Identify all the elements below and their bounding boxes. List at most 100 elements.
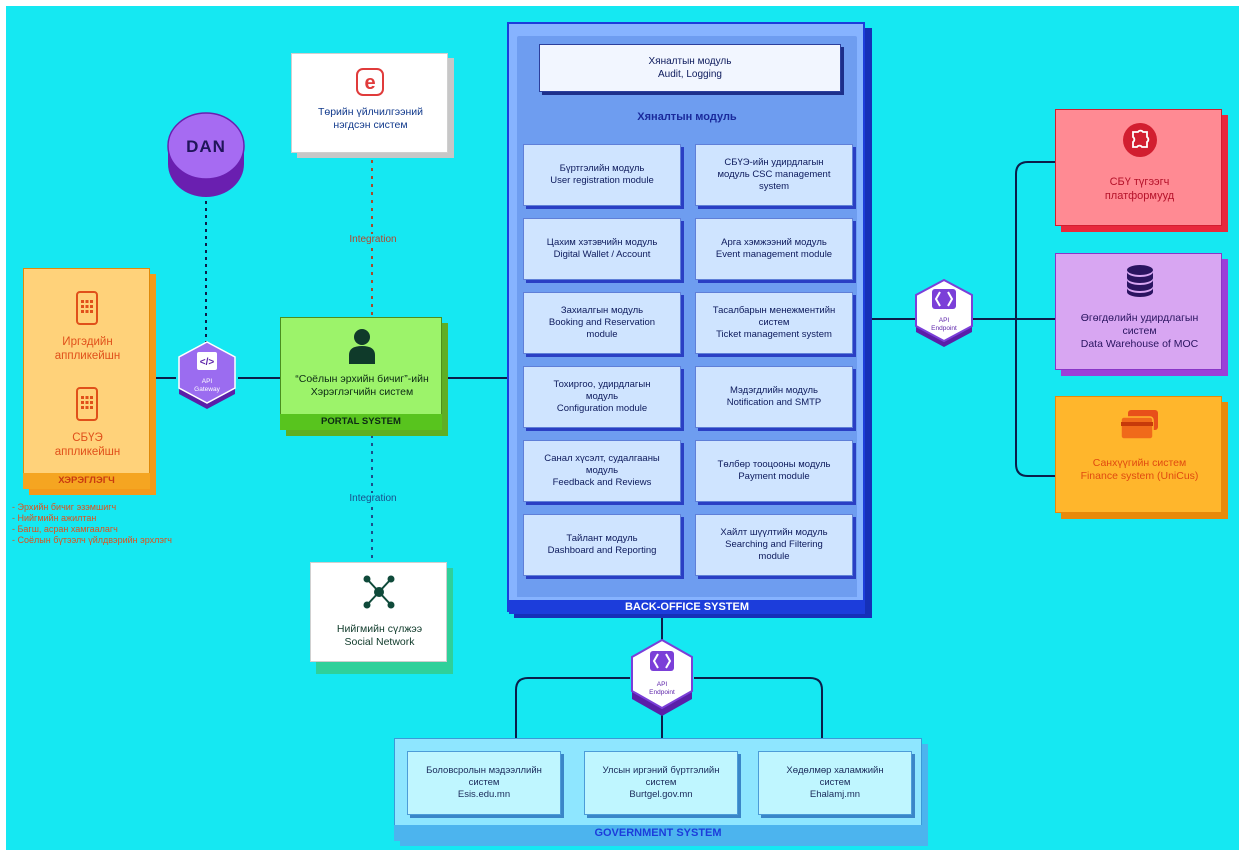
module-text: Configuration module xyxy=(556,402,648,414)
module-text: модуль CSC management xyxy=(717,169,831,181)
integration-label-bottom: Integration xyxy=(328,493,418,506)
government-card-text: Улсын иргэний бүртгэлийн xyxy=(602,765,720,777)
user-role: - Эрхийн бичиг эзэмшигч xyxy=(12,502,117,512)
api-endpoint-bottom-line2: Endpoint xyxy=(649,689,675,696)
government-card-text: Боловсролын мэдээллийн xyxy=(426,765,542,777)
puzzle-icon xyxy=(1123,123,1157,157)
module-text: Digital Wallet / Account xyxy=(553,249,651,260)
svg-text:</>: </> xyxy=(200,357,215,368)
api-endpoint-right-line2: Endpoint xyxy=(931,325,957,332)
user-role: - Нийгмийн ажилтан xyxy=(12,513,97,523)
government-card-text: систем xyxy=(819,777,851,789)
module-text: Мэдэгдлийн модуль xyxy=(730,385,818,397)
government-label: GOVERNMENT SYSTEM xyxy=(394,825,922,841)
portal-system: “Соёлын эрхийн бичиг”-ийн Хэрэглэгчийн с… xyxy=(280,317,442,430)
government-card-text: систем xyxy=(645,777,677,789)
api-endpoint-bottom-label: API Endpoint xyxy=(627,681,697,697)
dw-line2: систем xyxy=(1122,325,1157,338)
module-text: Цахим хэтэвчийн модуль xyxy=(546,237,658,249)
backoffice-label: BACK-OFFICE SYSTEM xyxy=(509,600,865,614)
module-text: Event management module xyxy=(715,249,833,260)
line-endpoint-finance xyxy=(1015,319,1055,477)
egov-line1: Төрийн үйлчилгээний xyxy=(317,106,424,118)
egov-logo: e xyxy=(356,68,384,96)
module-text: Арга хэмжээний модуль xyxy=(721,237,827,249)
api-gateway-line2: Gateway xyxy=(194,386,220,393)
architecture-diagram: Хяналтын модуль Audit, Logging Хяналтын … xyxy=(6,6,1239,850)
database-icon xyxy=(1127,265,1153,297)
dw-line3: Data Warehouse of MOC xyxy=(1080,338,1199,351)
module-text: Тасалбарын менежментийн xyxy=(712,305,836,317)
module-text: Searching and Filtering xyxy=(725,539,823,551)
module-text: Захиалгын модуль xyxy=(560,305,644,317)
backoffice-system: Хяналтын модуль Audit, Logging Хяналтын … xyxy=(507,22,865,614)
module-text: Бүртгэлийн модуль xyxy=(559,163,645,175)
user-label: ХЭРЭГЛЭГЧ xyxy=(23,473,150,489)
line-endpoint-gov-left xyxy=(515,677,630,738)
module-text: Тохиргоо, удирдлагын xyxy=(553,379,651,391)
user-roles-list: - Эрхийн бичиг эзэмшигч - Нийгмийн ажилт… xyxy=(12,502,242,546)
sbu-platforms: СБҮ түгээгч платформууд xyxy=(1055,109,1222,226)
line-endpoint-sbu xyxy=(1015,161,1055,319)
module-text: Төлбөр тооцооны модуль xyxy=(717,459,831,471)
government-card-text: Ehalamj.mn xyxy=(809,788,861,800)
monitoring-subtitle: Audit, Logging xyxy=(658,68,722,80)
integration-label-top: Integration xyxy=(328,234,418,247)
social-line1: Нийгмийн сүлжээ xyxy=(336,623,423,635)
user-icon xyxy=(349,329,375,364)
government-card-text: Хөдөлмөр халамжийн xyxy=(786,765,884,777)
finance-line1: Санхүүгийн систем xyxy=(1092,457,1187,469)
module-text: module xyxy=(758,550,790,562)
module-text: СБҮЭ-ийн удирдлагын xyxy=(724,157,824,169)
user-role: - Соёлын бүтээлч үйлдвэрийн эрхлэгч xyxy=(12,535,172,545)
monitoring-band-label: Хяналтын модуль xyxy=(637,111,737,123)
phone-icon-csc xyxy=(76,387,98,421)
portal-line1: “Соёлын эрхийн бичиг”-ийн xyxy=(295,373,429,385)
network-icon xyxy=(363,575,395,609)
monitoring-band: Хяналтын модуль Audit, Logging Хяналтын … xyxy=(517,36,857,144)
app1-line1: Иргэдийн xyxy=(62,336,113,348)
module-text: Хайлт шүүлтийн модуль xyxy=(720,527,828,539)
api-endpoint-bottom-line1: API xyxy=(656,681,668,688)
line-endpoint-gov-right xyxy=(694,677,823,738)
module-text: Notification and SMTP xyxy=(726,397,822,408)
module-text: Тайлант модуль xyxy=(566,533,638,545)
egov-system: e Төрийн үйлчилгээний нэгдсэн систем xyxy=(291,53,448,153)
api-endpoint-bottom-hexagon xyxy=(631,638,693,716)
user-role: - Багш, асран хамгаалагч xyxy=(12,524,118,534)
api-gateway-line1: API xyxy=(201,378,213,385)
module-text: систем xyxy=(758,317,790,329)
api-endpoint-right-label: API Endpoint xyxy=(909,317,979,333)
api-endpoint-right-hexagon xyxy=(915,278,973,347)
dw-line1: Өгөгдөлийн удирдлагын xyxy=(1080,312,1199,324)
app1-line2: аппликейшн xyxy=(54,350,121,363)
phone-icon-citizen xyxy=(76,291,98,325)
social-line2: Social Network xyxy=(344,636,415,649)
module-text: User registration module xyxy=(550,175,654,186)
module-text: Payment module xyxy=(738,471,810,482)
portal-line2: Хэрэглэгчийн систем xyxy=(310,386,414,399)
credit-card-icon xyxy=(1120,410,1158,440)
module-text: Dashboard and Reporting xyxy=(547,545,657,556)
module-text: модуль xyxy=(585,391,619,403)
portal-label: PORTAL SYSTEM xyxy=(280,414,442,430)
social-system: Нийгмийн сүлжээ Social Network xyxy=(310,562,447,662)
module-text: module xyxy=(586,328,618,340)
api-endpoint-right-line1: API xyxy=(938,317,950,324)
api-gateway-label: API Gateway xyxy=(172,378,242,394)
dan-system xyxy=(167,112,245,197)
module-text: модуль xyxy=(585,465,619,477)
